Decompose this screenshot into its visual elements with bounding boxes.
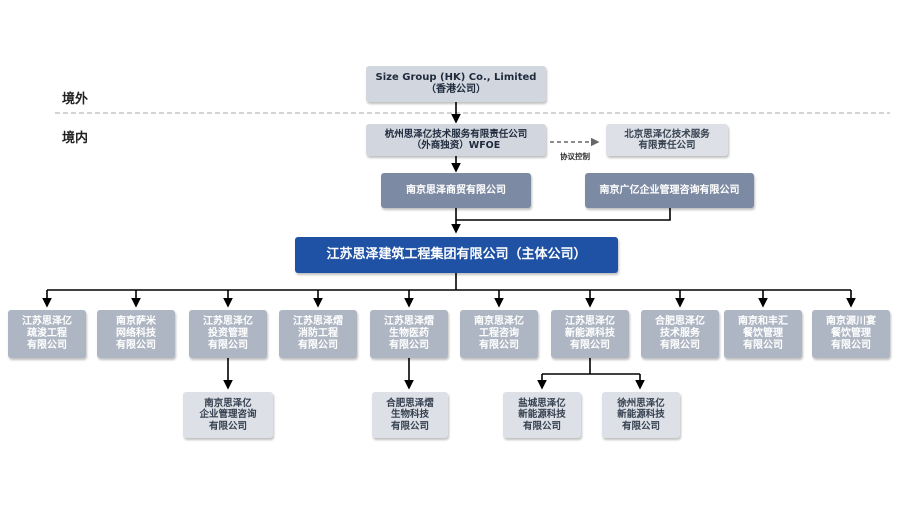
- subsidiary-line1: 合肥思泽亿: [655, 316, 705, 328]
- sub-subsidiary-box: 盐城思泽亿 新能源科技 有限公司: [503, 392, 581, 438]
- subsidiary-line3: 有限公司: [479, 339, 519, 351]
- subsidiary-line1: 江苏思泽亿: [22, 316, 72, 328]
- subsidiary-box: 江苏思泽熠 消防工程 有限公司: [279, 310, 357, 358]
- subsidiary-line1: 南京思泽亿: [474, 316, 524, 328]
- sub-subsidiary-box: 南京思泽亿 企业管理咨询 有限公司: [183, 392, 273, 438]
- subsidiary-line3: 有限公司: [570, 339, 610, 351]
- subsidiary-line3: 有限公司: [660, 339, 700, 351]
- wfoe-company-name: 杭州思泽亿技术服务有限责任公司: [384, 128, 528, 140]
- subsidiary-line2: 餐饮管理: [831, 328, 871, 340]
- subsidiary-line1: 江苏思泽熠: [293, 316, 343, 328]
- subsidiary-line3: 有限公司: [116, 339, 156, 351]
- sub-subsidiary-line3: 有限公司: [208, 420, 247, 432]
- guangyi-company-name: 南京广亿企业管理咨询有限公司: [599, 184, 740, 196]
- shangmao-company-box: 南京思泽商贸有限公司: [381, 173, 531, 208]
- sub-subsidiary-line2: 新能源科技: [518, 409, 566, 421]
- subsidiary-line1: 江苏思泽亿: [203, 316, 253, 328]
- subsidiary-line2: 疏浚工程: [27, 328, 67, 340]
- main-company-name: 江苏思泽建筑工程集团有限公司（主体公司）: [326, 247, 587, 263]
- subsidiary-line2: 生物医药: [389, 328, 429, 340]
- subsidiary-line3: 有限公司: [208, 339, 248, 351]
- subsidiary-line2: 网络科技: [116, 328, 156, 340]
- sub-subsidiary-line1: 合肥思泽熠: [386, 398, 434, 410]
- sub-subsidiary-line2: 新能源科技: [617, 409, 665, 421]
- hk-company-subtitle: （香港公司）: [426, 84, 486, 95]
- subsidiary-line1: 江苏思泽熠: [384, 316, 434, 328]
- sub-subsidiary-line3: 有限公司: [390, 420, 429, 432]
- main-company-box: 江苏思泽建筑工程集团有限公司（主体公司）: [295, 237, 618, 273]
- subsidiary-line3: 有限公司: [389, 339, 429, 351]
- subsidiary-line3: 有限公司: [298, 339, 338, 351]
- sub-subsidiary-line3: 有限公司: [522, 420, 561, 432]
- overseas-label: 境外: [62, 92, 89, 107]
- subsidiary-line2: 新能源科技: [565, 328, 615, 340]
- hk-company-box: Size Group (HK) Co., Limited （香港公司）: [366, 66, 546, 102]
- beijing-company-line1: 北京思泽亿技术服务: [624, 128, 710, 140]
- beijing-company-line2: 有限责任公司: [638, 140, 696, 151]
- subsidiary-box: 合肥思泽亿 技术服务 有限公司: [641, 310, 719, 358]
- agreement-control-note: 协议控制: [560, 152, 590, 161]
- subsidiary-box: 南京萨米 网络科技 有限公司: [97, 310, 175, 358]
- subsidiary-line2: 餐饮管理: [743, 328, 783, 340]
- sub-subsidiary-line1: 盐城思泽亿: [518, 398, 566, 410]
- subsidiary-box: 江苏思泽亿 疏浚工程 有限公司: [8, 310, 86, 358]
- subsidiary-box: 南京源川宴 餐饮管理 有限公司: [812, 310, 890, 358]
- sub-subsidiary-line1: 南京思泽亿: [204, 398, 252, 410]
- subsidiary-line2: 技术服务: [660, 328, 700, 340]
- sub-subsidiary-line2: 企业管理咨询: [199, 409, 257, 421]
- guangyi-company-box: 南京广亿企业管理咨询有限公司: [585, 173, 754, 208]
- subsidiary-box: 江苏思泽亿 新能源科技 有限公司: [551, 310, 629, 358]
- sub-subsidiary-line2: 生物科技: [390, 409, 429, 421]
- subsidiary-box: 南京思泽亿 工程咨询 有限公司: [460, 310, 538, 358]
- subsidiary-line3: 有限公司: [27, 339, 67, 351]
- wfoe-company-box: 杭州思泽亿技术服务有限责任公司 （外商独资）WFOE: [366, 124, 546, 156]
- subsidiary-line2: 投资管理: [208, 328, 248, 340]
- shangmao-company-name: 南京思泽商贸有限公司: [406, 184, 506, 196]
- sub-subsidiary-line3: 有限公司: [621, 420, 660, 432]
- subsidiary-box: 南京和丰汇 餐饮管理 有限公司: [724, 310, 802, 358]
- hk-company-name: Size Group (HK) Co., Limited: [375, 72, 537, 84]
- sub-subsidiary-box: 徐州思泽亿 新能源科技 有限公司: [602, 392, 680, 438]
- beijing-company-box: 北京思泽亿技术服务 有限责任公司: [606, 124, 728, 156]
- subsidiary-line1: 南京萨米: [116, 316, 156, 328]
- subsidiary-line3: 有限公司: [831, 339, 871, 351]
- subsidiary-line2: 消防工程: [298, 328, 338, 340]
- subsidiary-line1: 南京源川宴: [826, 316, 876, 328]
- subsidiary-line2: 工程咨询: [479, 328, 519, 340]
- sub-subsidiary-line1: 徐州思泽亿: [617, 398, 665, 410]
- sub-subsidiary-box: 合肥思泽熠 生物科技 有限公司: [372, 392, 448, 438]
- subsidiary-box: 江苏思泽熠 生物医药 有限公司: [370, 310, 448, 358]
- domestic-label: 境内: [62, 131, 89, 146]
- subsidiary-box: 江苏思泽亿 投资管理 有限公司: [189, 310, 267, 358]
- wfoe-company-subtitle: （外商独资）WFOE: [411, 140, 501, 151]
- subsidiary-line1: 江苏思泽亿: [565, 316, 615, 328]
- subsidiary-line1: 南京和丰汇: [738, 316, 788, 328]
- subsidiary-line3: 有限公司: [743, 339, 783, 351]
